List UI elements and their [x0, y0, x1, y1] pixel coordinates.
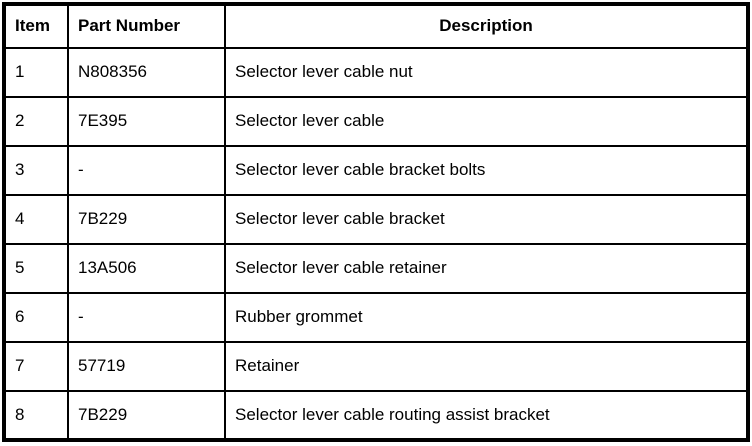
table-row: 4 7B229 Selector lever cable bracket	[3, 194, 749, 245]
cell-part-number: 7B229	[67, 390, 226, 441]
cell-item: 8	[3, 390, 69, 441]
cell-item: 2	[3, 96, 69, 147]
column-header-part-number: Part Number	[67, 3, 226, 49]
cell-description: Selector lever cable bracket bolts	[224, 145, 749, 196]
cell-part-number: 7B229	[67, 194, 226, 245]
cell-item: 5	[3, 243, 69, 294]
cell-item: 3	[3, 145, 69, 196]
cell-description: Selector lever cable bracket	[224, 194, 749, 245]
header-row: Item Part Number Description	[3, 3, 749, 49]
column-header-description: Description	[224, 3, 749, 49]
table-row: 6 - Rubber grommet	[3, 292, 749, 343]
cell-part-number: -	[67, 292, 226, 343]
cell-description: Rubber grommet	[224, 292, 749, 343]
cell-item: 4	[3, 194, 69, 245]
cell-part-number: 7E395	[67, 96, 226, 147]
cell-description: Selector lever cable retainer	[224, 243, 749, 294]
parts-table-body: 1 N808356 Selector lever cable nut 2 7E3…	[3, 47, 749, 441]
table-row: 8 7B229 Selector lever cable routing ass…	[3, 390, 749, 441]
cell-part-number: 13A506	[67, 243, 226, 294]
cell-item: 6	[3, 292, 69, 343]
table-row: 5 13A506 Selector lever cable retainer	[3, 243, 749, 294]
table-row: 1 N808356 Selector lever cable nut	[3, 47, 749, 98]
cell-description: Retainer	[224, 341, 749, 392]
table-row: 7 57719 Retainer	[3, 341, 749, 392]
cell-part-number: 57719	[67, 341, 226, 392]
column-header-item: Item	[3, 3, 69, 49]
table-row: 3 - Selector lever cable bracket bolts	[3, 145, 749, 196]
cell-part-number: -	[67, 145, 226, 196]
cell-description: Selector lever cable	[224, 96, 749, 147]
cell-item: 1	[3, 47, 69, 98]
cell-item: 7	[3, 341, 69, 392]
parts-table-header: Item Part Number Description	[3, 3, 749, 49]
table-row: 2 7E395 Selector lever cable	[3, 96, 749, 147]
cell-part-number: N808356	[67, 47, 226, 98]
cell-description: Selector lever cable routing assist brac…	[224, 390, 749, 441]
cell-description: Selector lever cable nut	[224, 47, 749, 98]
